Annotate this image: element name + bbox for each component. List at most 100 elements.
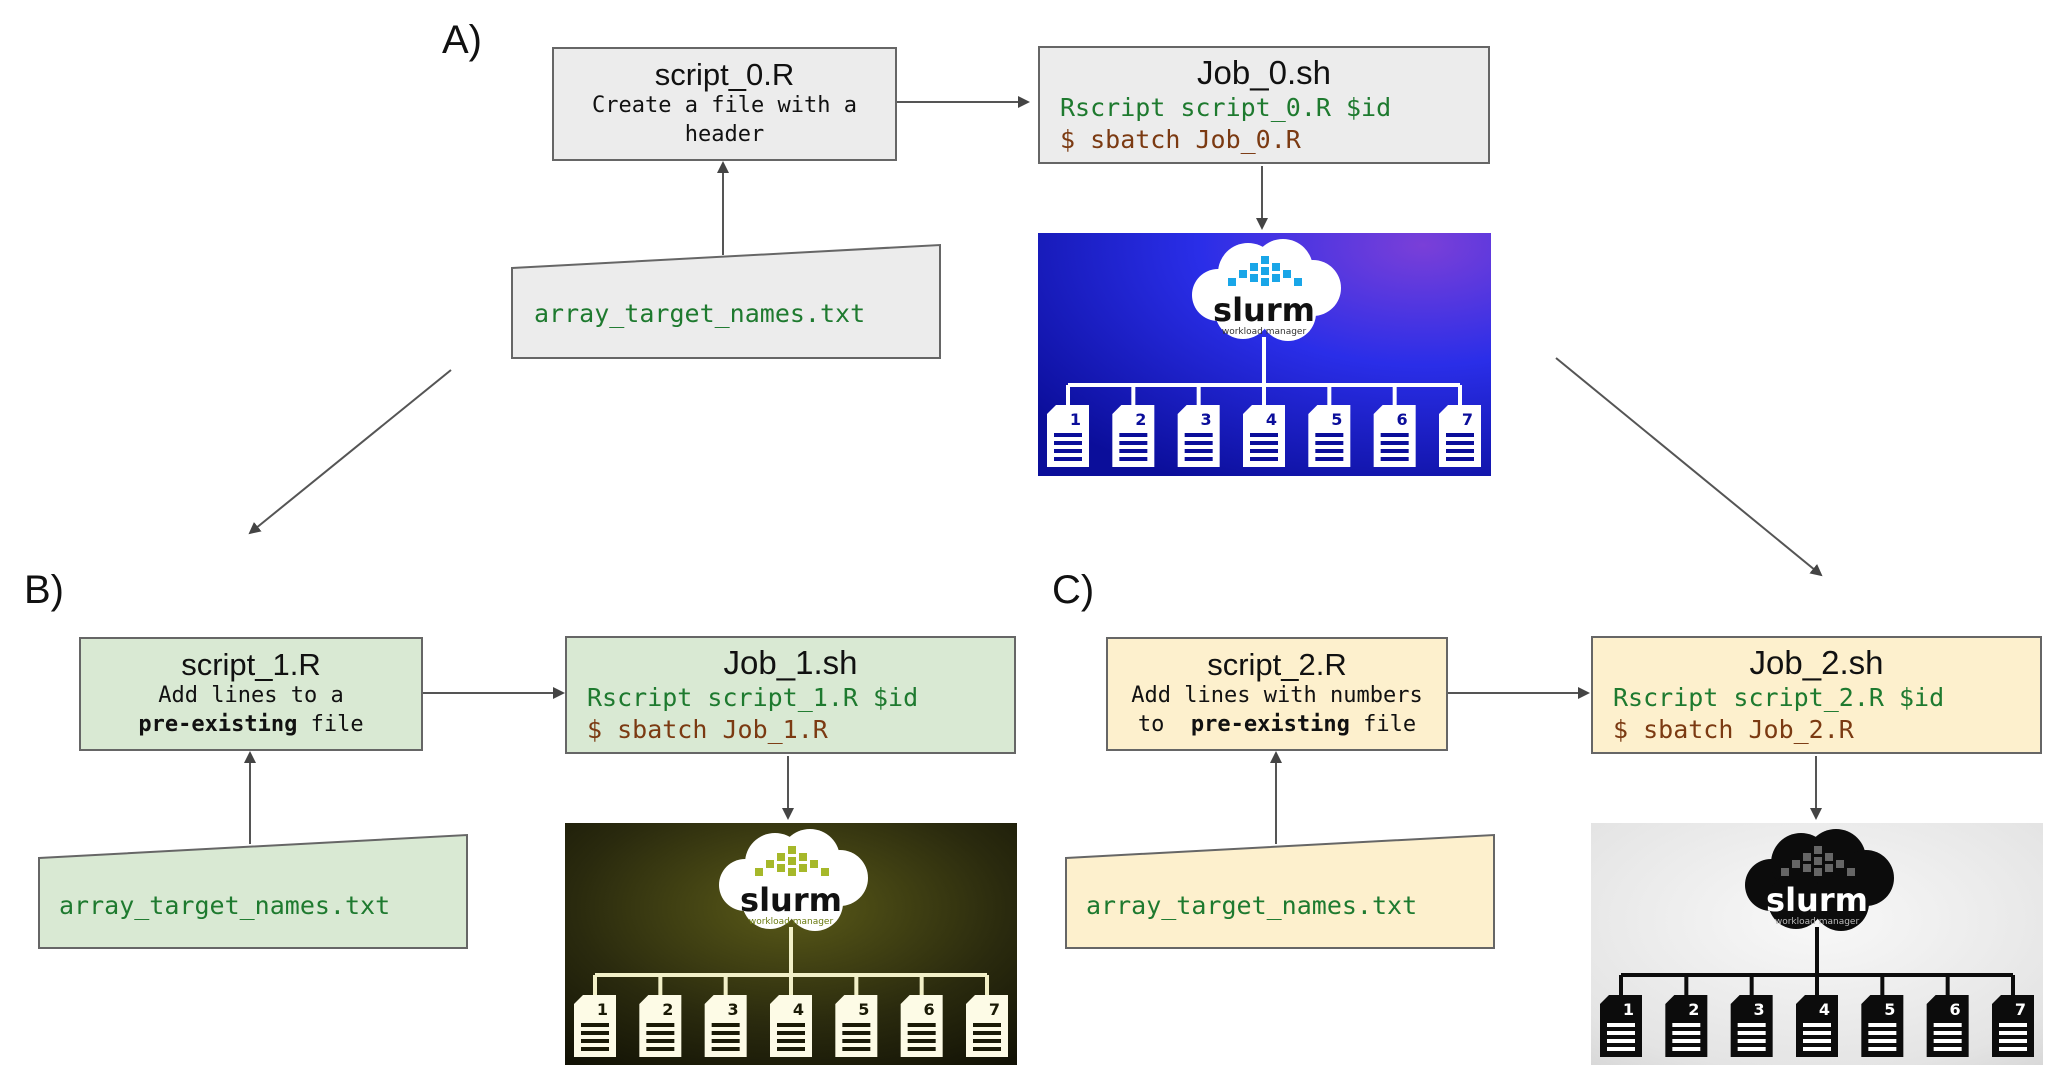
script-0-box: script_0.R Create a file with a header	[552, 47, 897, 161]
array-task-number: 1	[1070, 410, 1081, 429]
array-task-doc-icon: 4	[1243, 405, 1285, 467]
doc-line	[1607, 1023, 1635, 1027]
doc-line	[777, 1023, 805, 1027]
array-task-number: 1	[597, 1000, 608, 1019]
doc-line	[1672, 1031, 1701, 1035]
job-2-title: Job_2.sh	[1749, 644, 1884, 681]
doc-line	[581, 1047, 609, 1051]
doc-line	[1380, 457, 1409, 461]
doc-line	[1184, 457, 1213, 461]
section-label-c: C)	[1052, 568, 1095, 612]
doc-line	[1868, 1047, 1897, 1051]
input-file-c: array_target_names.txt	[1064, 833, 1496, 950]
doc-line	[973, 1047, 1001, 1051]
job-0-rscript-line: Rscript script_0.R $id	[1060, 92, 1392, 122]
job-2-box: Job_2.sh Rscript script_2.R $id $ sbatch…	[1591, 636, 2042, 754]
array-task-number: 1	[1623, 1000, 1634, 1019]
script-1-desc: Add lines to a pre-existing file	[130, 682, 371, 739]
doc-line	[1119, 433, 1148, 437]
array-task-number: 7	[2015, 1000, 2026, 1019]
doc-line	[842, 1031, 871, 1035]
doc-line	[1737, 1023, 1766, 1027]
doc-line	[907, 1023, 936, 1027]
script-1-desc-line1: Add lines to a	[158, 683, 344, 709]
array-task-number: 2	[1688, 1000, 1699, 1019]
array-task-doc-icon: 5	[1308, 405, 1351, 467]
array-task-number: 6	[924, 1000, 935, 1019]
input-file-b: array_target_names.txt	[37, 833, 469, 950]
doc-line	[1446, 457, 1474, 461]
doc-line	[842, 1023, 871, 1027]
doc-line	[1119, 457, 1148, 461]
doc-line	[1803, 1039, 1831, 1043]
slurm-tagline-a: workload manager	[1222, 327, 1307, 337]
doc-line	[1607, 1039, 1635, 1043]
doc-line	[711, 1039, 740, 1043]
slurm-tagline-c: workload manager	[1775, 917, 1860, 927]
array-task-doc-icon: 7	[1439, 405, 1481, 467]
doc-line	[1607, 1031, 1635, 1035]
script-1-desc-rest: file	[297, 712, 364, 738]
array-task-number: 5	[1884, 1000, 1895, 1019]
array-task-number: 4	[1266, 410, 1277, 429]
doc-line	[1250, 441, 1278, 445]
doc-line	[1446, 433, 1474, 437]
doc-line	[1380, 441, 1409, 445]
array-task-doc-icon: 6	[900, 995, 943, 1057]
script-2-desc-line1: Add lines with numbers	[1131, 683, 1423, 709]
array-task-number: 3	[1754, 1000, 1765, 1019]
array-task-doc-icon: 3	[1730, 995, 1773, 1057]
doc-line	[581, 1023, 609, 1027]
input-file-c-name: array_target_names.txt	[1086, 891, 1418, 920]
doc-line	[1380, 433, 1409, 437]
doc-line	[1054, 457, 1082, 461]
doc-line	[1119, 449, 1148, 453]
doc-line	[1380, 449, 1409, 453]
doc-line	[1119, 441, 1148, 445]
doc-line	[1672, 1023, 1701, 1027]
doc-line	[1184, 449, 1213, 453]
file-shape-c	[1065, 833, 1495, 949]
section-label-b: B)	[24, 568, 64, 612]
doc-line	[1672, 1039, 1701, 1043]
array-task-number: 7	[989, 1000, 1000, 1019]
array-task-doc-icon: 6	[1373, 405, 1416, 467]
array-task-doc-icon: 2	[639, 995, 682, 1057]
doc-line	[973, 1039, 1001, 1043]
slurm-word-b: slurm	[740, 881, 842, 919]
doc-line	[1250, 457, 1278, 461]
doc-line	[907, 1047, 936, 1051]
script-2-title: script_2.R	[1207, 647, 1347, 683]
doc-line	[1803, 1047, 1831, 1051]
doc-line	[1315, 441, 1344, 445]
array-task-number: 2	[1135, 410, 1146, 429]
doc-line	[711, 1031, 740, 1035]
script-0-desc-line2: header	[684, 122, 765, 148]
doc-line	[1054, 441, 1082, 445]
array-task-doc-icon: 6	[1926, 995, 1969, 1057]
doc-line	[1999, 1039, 2027, 1043]
arrow-a-to-b	[248, 369, 452, 535]
array-task-number: 5	[1331, 410, 1342, 429]
file-shape-b	[38, 833, 468, 949]
job-2-sbatch-line: $ sbatch Job_2.R	[1613, 715, 1854, 745]
script-2-desc-bold: pre-existing	[1190, 712, 1350, 738]
doc-line	[581, 1031, 609, 1035]
doc-line	[1933, 1047, 1962, 1051]
slurm-dots-a	[1228, 256, 1302, 286]
doc-line	[1315, 457, 1344, 461]
doc-line	[1737, 1039, 1766, 1043]
array-task-doc-icon: 4	[770, 995, 812, 1057]
script-2-desc-rest: file	[1349, 712, 1417, 738]
script-0-title: script_0.R	[654, 57, 795, 93]
array-task-number: 3	[728, 1000, 739, 1019]
script-1-title: script_1.R	[181, 647, 321, 683]
script-0-desc-line1: Create a file with a	[592, 93, 857, 119]
array-task-doc-icon: 3	[1177, 405, 1220, 467]
array-task-doc-icon: 5	[1861, 995, 1904, 1057]
doc-line	[777, 1039, 805, 1043]
doc-line	[1250, 433, 1278, 437]
doc-line	[1446, 449, 1474, 453]
